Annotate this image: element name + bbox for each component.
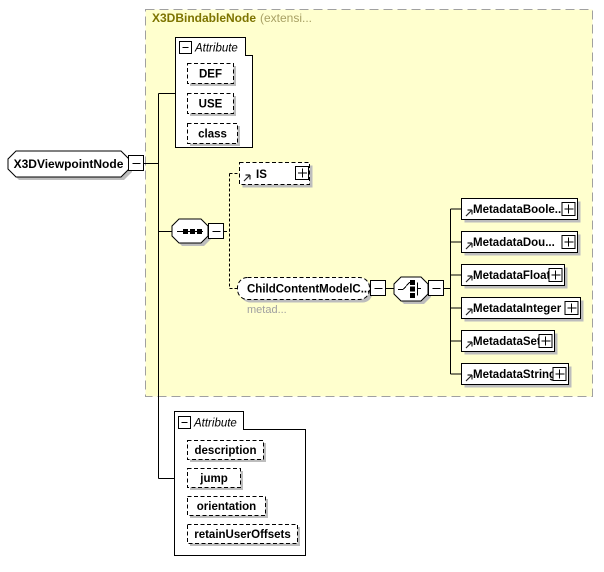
- element-ref-arrow-icon: [465, 275, 473, 283]
- attribute-label: DEF: [199, 69, 222, 81]
- node-box[interactable]: [461, 297, 581, 319]
- attribute-retainuseroffsets[interactable]: retainUserOffsets: [187, 524, 301, 547]
- child-content-box[interactable]: [237, 277, 370, 300]
- plus-icon: [555, 369, 565, 379]
- plus-icon: [298, 168, 307, 178]
- node-box[interactable]: [461, 363, 569, 385]
- plus-icon: [564, 237, 574, 247]
- plus-icon: [564, 204, 574, 214]
- choice-icon: [402, 281, 411, 290]
- child-content-annotation: metad...: [247, 304, 287, 316]
- choice-icon: [398, 282, 421, 296]
- choice-icon: [410, 286, 415, 292]
- child-content-label: ChildContentModelC...: [247, 284, 370, 296]
- attribute-group-header: Attribute: [194, 43, 238, 55]
- metadata-string-node[interactable]: MetadataString: [461, 363, 572, 388]
- node-label: MetadataFloat: [473, 270, 550, 282]
- inherited-attribute-group: Attribute DEF USE class: [175, 37, 253, 148]
- attribute-class[interactable]: class: [187, 123, 241, 147]
- base-type-title-suffix: (extensi...: [260, 11, 312, 25]
- attribute-description[interactable]: description: [187, 440, 267, 463]
- attribute-box[interactable]: [187, 496, 266, 516]
- connector-lines: [143, 93, 462, 479]
- plus-icon: [551, 270, 561, 280]
- attribute-label: orientation: [197, 501, 256, 513]
- base-type-title: X3DBindableNode: [152, 11, 256, 25]
- choice-compositor[interactable]: [393, 276, 444, 304]
- metadata-double-node[interactable]: MetadataDou...: [461, 231, 581, 256]
- node-label: MetadataSet: [473, 336, 541, 348]
- element-ref-arrow-icon: [243, 174, 251, 182]
- element-ref-arrow-icon: [465, 341, 473, 349]
- element-ref-arrow-icon: [465, 308, 473, 316]
- element-ref-arrow-icon: [465, 242, 473, 250]
- own-attribute-group: Attribute description jump orientation r…: [174, 411, 306, 556]
- attribute-box[interactable]: [187, 524, 298, 544]
- attribute-box[interactable]: [187, 123, 238, 144]
- sequence-icon: [183, 229, 188, 234]
- element-ref-arrow-icon: [465, 374, 473, 382]
- attribute-box[interactable]: [187, 440, 264, 460]
- node-box[interactable]: [461, 264, 565, 286]
- choice-icon: [410, 293, 415, 298]
- attribute-box[interactable]: [187, 63, 234, 84]
- is-label: IS: [256, 169, 267, 181]
- attribute-label: description: [195, 445, 257, 457]
- node-label: MetadataBoole...: [473, 204, 564, 216]
- node-label: MetadataDou...: [473, 237, 555, 249]
- element-ref-arrow-icon: [465, 209, 473, 217]
- attribute-def[interactable]: DEF: [187, 63, 237, 87]
- attribute-jump[interactable]: jump: [187, 468, 244, 491]
- metadata-set-node[interactable]: MetadataSet: [461, 330, 558, 355]
- attribute-label: USE: [199, 99, 223, 111]
- node-label: MetadataInteger: [473, 303, 562, 315]
- plus-icon: [567, 303, 577, 313]
- node-box[interactable]: [461, 198, 578, 220]
- attribute-label: retainUserOffsets: [194, 529, 291, 541]
- plus-icon: [541, 336, 551, 346]
- attribute-label: jump: [199, 473, 227, 485]
- sequence-compositor[interactable]: [171, 218, 224, 246]
- attribute-orientation[interactable]: orientation: [187, 496, 269, 519]
- sequence-icon: [197, 229, 202, 234]
- choice-icon: [410, 280, 415, 285]
- metadata-integer-node[interactable]: MetadataInteger: [461, 297, 584, 322]
- node-box[interactable]: [461, 330, 555, 352]
- node-label: MetadataString: [473, 369, 556, 381]
- attribute-box[interactable]: [187, 93, 234, 114]
- is-node[interactable]: IS: [239, 162, 313, 188]
- metadata-float-node[interactable]: MetadataFloat: [461, 264, 568, 289]
- sequence-icon: [190, 229, 195, 234]
- metadata-boolean-node[interactable]: MetadataBoole...: [461, 198, 581, 223]
- child-content-model-node[interactable]: ChildContentModelC... metad...: [237, 277, 386, 317]
- node-box[interactable]: [461, 231, 578, 253]
- attribute-use[interactable]: USE: [187, 93, 237, 117]
- attribute-group-header: Attribute: [193, 418, 237, 430]
- root-node-label: X3DViewpointNode: [14, 157, 124, 171]
- is-box[interactable]: [239, 162, 310, 185]
- root-node-box[interactable]: [7, 150, 130, 178]
- attribute-label: class: [198, 129, 227, 141]
- attribute-box[interactable]: [187, 468, 241, 488]
- root-node[interactable]: X3DViewpointNode: [7, 150, 144, 180]
